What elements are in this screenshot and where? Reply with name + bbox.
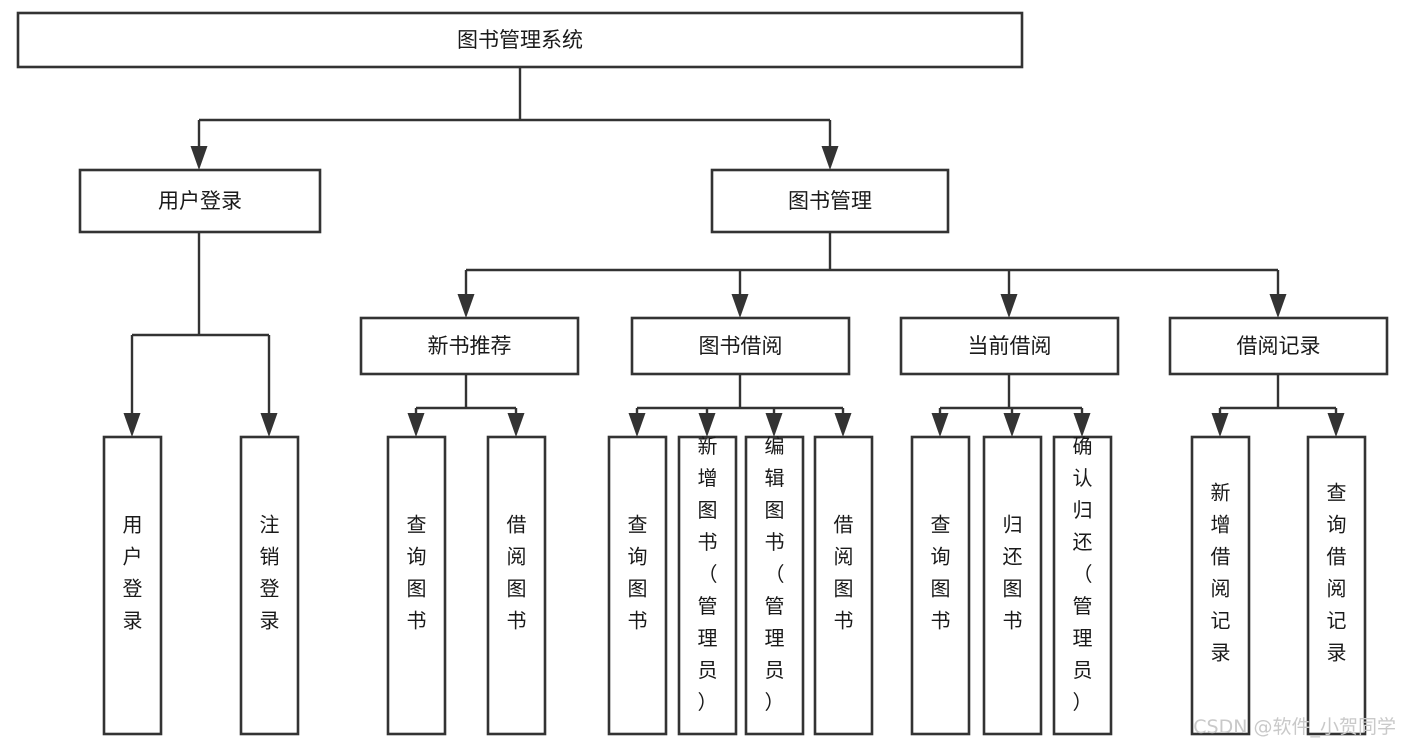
node-layer: 图书管理系统用户登录图书管理新书推荐图书借阅当前借阅借阅记录用户登录注销登录查询…: [16, 11, 1389, 736]
node-box-leaf-edit-book-admin[interactable]: [744, 435, 805, 736]
node-label-leaf-user-login: 用户登录: [123, 513, 143, 633]
leaf-group-2-drop-2-arrowhead: [1073, 413, 1091, 437]
node-label-leaf-return-book: 归还图书: [1003, 513, 1023, 633]
node-box-leaf-borrow-book-recommend[interactable]: [486, 435, 547, 736]
node-box-book-management[interactable]: [710, 168, 950, 234]
book-mgmt-drop-1-arrowhead: [731, 294, 749, 318]
leaf-group-3-drop-0-arrowhead: [1211, 413, 1229, 437]
node-box-root[interactable]: [16, 11, 1024, 69]
node-leaf-borrow-book[interactable]: 借阅图书: [813, 435, 874, 736]
book-mgmt-drop-2-arrowhead: [1000, 294, 1018, 318]
leaf-group-0-drop-0-arrowhead: [407, 413, 425, 437]
node-box-new-book-recommend[interactable]: [359, 316, 580, 376]
node-leaf-borrow-book-recommend[interactable]: 借阅图书: [486, 435, 547, 736]
node-box-leaf-query-book-borrow[interactable]: [607, 435, 668, 736]
node-label-leaf-confirm-return-admin: 确认归还（管理员）: [1073, 434, 1093, 714]
node-box-leaf-add-book-admin[interactable]: [677, 435, 738, 736]
node-label-leaf-query-book-current: 查询图书: [931, 513, 951, 633]
node-box-leaf-query-book-recommend[interactable]: [386, 435, 447, 736]
node-box-borrow-records[interactable]: [1168, 316, 1389, 376]
book-mgmt-drop-3-arrowhead: [1269, 294, 1287, 318]
book-mgmt-drop-0-arrowhead: [457, 294, 475, 318]
leaf-group-1-drop-3-arrowhead: [834, 413, 852, 437]
leaf-group-3-drop-1-arrowhead: [1327, 413, 1345, 437]
leaf-group-1-drop-2-arrowhead: [765, 413, 783, 437]
user-login-drop-0-arrowhead: [123, 413, 141, 437]
connector-layer: [123, 67, 1345, 437]
node-box-leaf-user-login[interactable]: [102, 435, 163, 736]
leaf-group-1-drop-0-arrowhead: [628, 413, 646, 437]
node-borrow-records[interactable]: 借阅记录: [1168, 316, 1389, 376]
node-label-leaf-logout-login: 注销登录: [260, 513, 280, 633]
node-box-current-borrow[interactable]: [899, 316, 1120, 376]
node-label-user-login: 用户登录: [158, 189, 242, 213]
node-box-leaf-add-borrow-record[interactable]: [1190, 435, 1251, 736]
node-label-new-book-recommend: 新书推荐: [428, 334, 512, 358]
csdn-watermark: CSDN @软件_小贺同学: [1193, 716, 1396, 738]
node-box-book-borrow[interactable]: [630, 316, 851, 376]
node-book-management[interactable]: 图书管理: [710, 168, 950, 234]
node-leaf-add-book-admin[interactable]: 新增图书（管理员）: [677, 434, 738, 736]
node-leaf-add-borrow-record[interactable]: 新增借阅记录: [1190, 435, 1251, 736]
node-label-leaf-edit-book-admin: 编辑图书（管理员）: [765, 434, 785, 714]
node-leaf-query-borrow-record[interactable]: 查询借阅记录: [1306, 435, 1367, 736]
node-label-leaf-query-borrow-record: 查询借阅记录: [1327, 481, 1347, 665]
node-box-leaf-confirm-return-admin[interactable]: [1052, 435, 1113, 736]
node-leaf-query-book-recommend[interactable]: 查询图书: [386, 435, 447, 736]
node-user-login[interactable]: 用户登录: [78, 168, 322, 234]
node-label-leaf-add-book-admin: 新增图书（管理员）: [698, 434, 718, 714]
node-book-borrow[interactable]: 图书借阅: [630, 316, 851, 376]
node-leaf-logout-login[interactable]: 注销登录: [239, 435, 300, 736]
node-box-user-login[interactable]: [78, 168, 322, 234]
node-leaf-query-book-borrow[interactable]: 查询图书: [607, 435, 668, 736]
node-leaf-confirm-return-admin[interactable]: 确认归还（管理员）: [1052, 434, 1113, 736]
leaf-group-0-drop-1-arrowhead: [507, 413, 525, 437]
node-leaf-user-login[interactable]: 用户登录: [102, 435, 163, 736]
leaf-group-1-drop-1-arrowhead: [698, 413, 716, 437]
node-label-root: 图书管理系统: [457, 28, 583, 52]
node-label-book-borrow: 图书借阅: [699, 334, 783, 358]
node-box-leaf-logout-login[interactable]: [239, 435, 300, 736]
node-leaf-return-book[interactable]: 归还图书: [982, 435, 1043, 736]
level2-drop-0-arrowhead: [190, 146, 208, 170]
node-new-book-recommend[interactable]: 新书推荐: [359, 316, 580, 376]
node-box-leaf-return-book[interactable]: [982, 435, 1043, 736]
node-box-leaf-query-borrow-record[interactable]: [1306, 435, 1367, 736]
leaf-group-2-drop-1-arrowhead: [1003, 413, 1021, 437]
user-login-drop-1-arrowhead: [260, 413, 278, 437]
watermark-layer: CSDN @软件_小贺同学: [1193, 716, 1396, 738]
node-label-leaf-query-book-recommend: 查询图书: [407, 513, 427, 633]
node-box-leaf-query-book-current[interactable]: [910, 435, 971, 736]
node-current-borrow[interactable]: 当前借阅: [899, 316, 1120, 376]
node-label-leaf-add-borrow-record: 新增借阅记录: [1211, 481, 1231, 665]
node-label-borrow-records: 借阅记录: [1237, 334, 1321, 358]
node-label-book-management: 图书管理: [788, 189, 872, 213]
node-box-leaf-borrow-book[interactable]: [813, 435, 874, 736]
node-leaf-edit-book-admin[interactable]: 编辑图书（管理员）: [744, 434, 805, 736]
leaf-group-2-drop-0-arrowhead: [931, 413, 949, 437]
node-leaf-query-book-current[interactable]: 查询图书: [910, 435, 971, 736]
node-label-leaf-borrow-book-recommend: 借阅图书: [507, 513, 527, 633]
node-label-leaf-query-book-borrow: 查询图书: [628, 513, 648, 633]
node-label-current-borrow: 当前借阅: [968, 334, 1052, 358]
level2-drop-1-arrowhead: [821, 146, 839, 170]
node-label-leaf-borrow-book: 借阅图书: [834, 513, 854, 633]
node-root[interactable]: 图书管理系统: [16, 11, 1024, 69]
